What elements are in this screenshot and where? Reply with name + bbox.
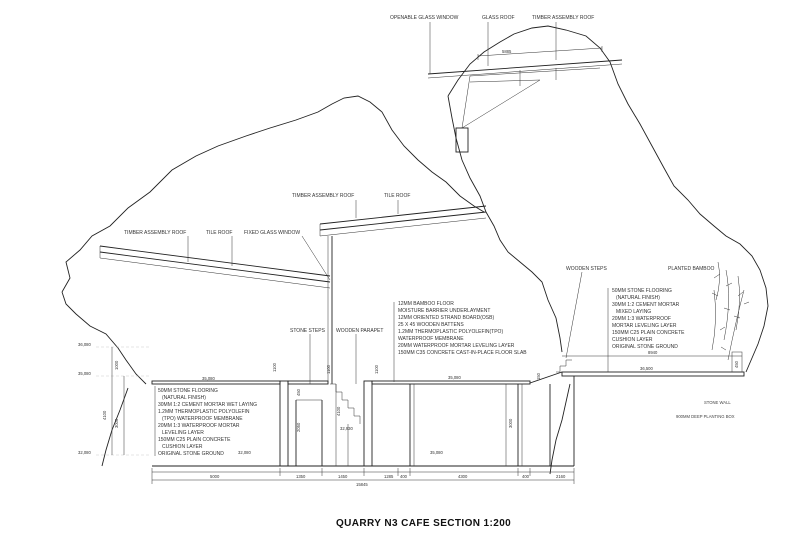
svg-text:15845: 15845: [356, 482, 368, 487]
label-openable-glass-window: OPENABLE GLASS WINDOW: [390, 15, 459, 21]
rock-outline-right-top: [447, 25, 769, 373]
dim-top: 5885: [502, 49, 512, 54]
svg-text:30MM 1:2 CEMENT MORTAR WET LAY: 30MM 1:2 CEMENT MORTAR WET LAYING: [158, 402, 257, 408]
label-fixed-glass-window: FIXED GLASS WINDOW: [244, 230, 300, 236]
svg-text:35,080: 35,080: [430, 450, 443, 455]
rock-outline-left-lower: [61, 291, 147, 385]
svg-text:2160: 2160: [556, 474, 566, 479]
svg-text:3000: 3000: [508, 418, 513, 428]
svg-text:8940: 8940: [648, 350, 658, 355]
svg-text:1000: 1000: [114, 360, 119, 370]
structural-columns: [279, 376, 575, 467]
label-planting-box: 900MM DEEP PLANTING BOX: [676, 414, 735, 419]
svg-text:MOISTURE BARRIER UNDERLAYMENT: MOISTURE BARRIER UNDERLAYMENT: [398, 308, 490, 314]
label-glass-roof-top: GLASS ROOF: [482, 15, 515, 21]
svg-text:3000: 3000: [114, 418, 119, 428]
rock-outline-left: [61, 95, 485, 293]
wooden-steps: [556, 359, 572, 373]
svg-text:35,080: 35,080: [448, 375, 461, 380]
svg-text:(NATURAL FINISH): (NATURAL FINISH): [616, 295, 660, 301]
svg-text:1350: 1350: [296, 474, 306, 479]
svg-text:150MM C35 CONCRETE CAST-IN-PLA: 150MM C35 CONCRETE CAST-IN-PLACE FLOOR S…: [398, 350, 527, 356]
svg-text:(TPO) WATERPROOF MEMBRANE: (TPO) WATERPROOF MEMBRANE: [162, 416, 243, 422]
svg-text:36,080: 36,080: [78, 342, 91, 347]
svg-text:4300: 4300: [458, 474, 468, 479]
label-wooden-steps: WOODEN STEPS: [566, 266, 608, 272]
svg-text:ORIGINAL STONE GROUND: ORIGINAL STONE GROUND: [158, 451, 224, 457]
svg-text:20MM 1:3 WATERPROOF MORTAR: 20MM 1:3 WATERPROOF MORTAR: [158, 423, 240, 429]
label-tile-roof-left: TILE ROOF: [206, 230, 232, 236]
svg-text:20MM 1:3 WATERPROOF: 20MM 1:3 WATERPROOF: [612, 316, 671, 322]
svg-text:32,080: 32,080: [78, 450, 91, 455]
svg-text:1.2MM THERMOPLASTIC POLYOLEFIN: 1.2MM THERMOPLASTIC POLYOLEFIN: [158, 409, 250, 415]
svg-text:150MM C25 PLAIN CONCRETE: 150MM C25 PLAIN CONCRETE: [158, 437, 231, 443]
label-timber-roof-left: TIMBER ASSEMBLY ROOF: [124, 230, 186, 236]
svg-text:400: 400: [400, 474, 408, 479]
svg-text:LEVELING LAYER: LEVELING LAYER: [162, 430, 204, 436]
svg-text:1450: 1450: [338, 474, 348, 479]
svg-text:ORIGINAL STONE GROUND: ORIGINAL STONE GROUND: [612, 344, 678, 350]
svg-text:MIXED LAYING: MIXED LAYING: [616, 309, 651, 315]
top-roof-structure: [427, 22, 623, 153]
svg-text:1285: 1285: [384, 474, 394, 479]
rock-outline-center: [485, 211, 563, 353]
left-roof: [99, 245, 331, 289]
label-stone-steps: STONE STEPS: [290, 328, 326, 334]
svg-text:150MM C25 PLAIN CONCRETE: 150MM C25 PLAIN CONCRETE: [612, 330, 685, 336]
rock-outline-bottom-right: [549, 383, 571, 475]
svg-text:1100: 1100: [326, 364, 331, 374]
svg-text:32,930: 32,930: [340, 426, 353, 431]
label-planted-bamboo: PLANTED BAMBOO: [668, 266, 715, 272]
drawing-title: QUARRY N3 CAFE SECTION 1:200: [336, 518, 511, 529]
svg-text:CUSHION LAYER: CUSHION LAYER: [162, 444, 203, 450]
label-tile-roof-center: TILE ROOF: [384, 193, 410, 199]
svg-text:4100: 4100: [102, 410, 107, 420]
svg-text:35,080: 35,080: [202, 376, 215, 381]
horizontal-dimensions: 5000 1350 1450 1285 400 4300 400 2160 89…: [210, 350, 658, 487]
svg-text:50MM STONE FLOORING: 50MM STONE FLOORING: [158, 388, 218, 394]
svg-text:1100: 1100: [272, 362, 277, 372]
vertical-dimensions: 1000 3000 4100 1100 450 2050 1100 4100 1…: [102, 360, 739, 432]
svg-text:5000: 5000: [210, 474, 220, 479]
center-roof: [319, 205, 487, 384]
svg-text:MORTAR LEVELING LAYER: MORTAR LEVELING LAYER: [612, 323, 677, 329]
svg-text:30MM 1:2 CEMENT MORTAR: 30MM 1:2 CEMENT MORTAR: [612, 302, 680, 308]
floor-layers-center: 12MM BAMBOO FLOOR MOISTURE BARRIER UNDER…: [393, 301, 527, 382]
svg-text:150: 150: [536, 372, 541, 380]
svg-text:50MM STONE FLOORING: 50MM STONE FLOORING: [612, 288, 672, 294]
svg-text:450: 450: [734, 360, 739, 368]
level-markers: 36,080 35,080 32,080 35,080 32,080 35,08…: [78, 342, 653, 455]
svg-text:35,080: 35,080: [78, 371, 91, 376]
rock-outline-right-inner: [447, 95, 487, 213]
svg-text:(NATURAL FINISH): (NATURAL FINISH): [162, 395, 206, 401]
svg-text:12MM ORIENTED STRAND BOARD(OSB: 12MM ORIENTED STRAND BOARD(OSB): [398, 315, 494, 321]
bottom-dimension-lines: [151, 355, 742, 484]
svg-text:4100: 4100: [336, 406, 341, 416]
svg-text:450: 450: [296, 388, 301, 396]
svg-text:20MM WATERPROOF MORTAR LEVELIN: 20MM WATERPROOF MORTAR LEVELING LAYER: [398, 343, 515, 349]
svg-text:2050: 2050: [296, 422, 301, 432]
label-timber-roof-center: TIMBER ASSEMBLY ROOF: [292, 193, 354, 199]
vertical-dimension-lines: [111, 347, 507, 466]
svg-text:1100: 1100: [374, 364, 379, 374]
label-timber-roof-top: TIMBER ASSEMBLY ROOF: [532, 15, 594, 21]
svg-text:400: 400: [522, 474, 530, 479]
svg-text:WATERPROOF MEMBRANE: WATERPROOF MEMBRANE: [398, 336, 464, 342]
stone-steps: [330, 383, 361, 466]
floor-layers-right: 50MM STONE FLOORING (NATURAL FINISH) 30M…: [607, 288, 685, 372]
svg-text:25 X 45 WOODEN BATTENS: 25 X 45 WOODEN BATTENS: [398, 322, 464, 328]
gridlines: [96, 346, 150, 456]
planting-box: [711, 261, 750, 373]
floor-layers-left: 50MM STONE FLOORING (NATURAL FINISH) 30M…: [154, 386, 257, 457]
label-wooden-parapet: WOODEN PARAPET: [336, 328, 383, 334]
svg-text:12MM BAMBOO FLOOR: 12MM BAMBOO FLOOR: [398, 301, 454, 307]
svg-text:36,500: 36,500: [640, 366, 653, 371]
svg-text:32,080: 32,080: [238, 450, 251, 455]
label-stone-wall: STONE WALL: [704, 400, 731, 405]
svg-text:CUSHION LAYER: CUSHION LAYER: [612, 337, 653, 343]
svg-text:1.2MM THERMOPLASTIC POLYOLEFIN: 1.2MM THERMOPLASTIC POLYOLEFIN(TPO): [398, 329, 503, 335]
